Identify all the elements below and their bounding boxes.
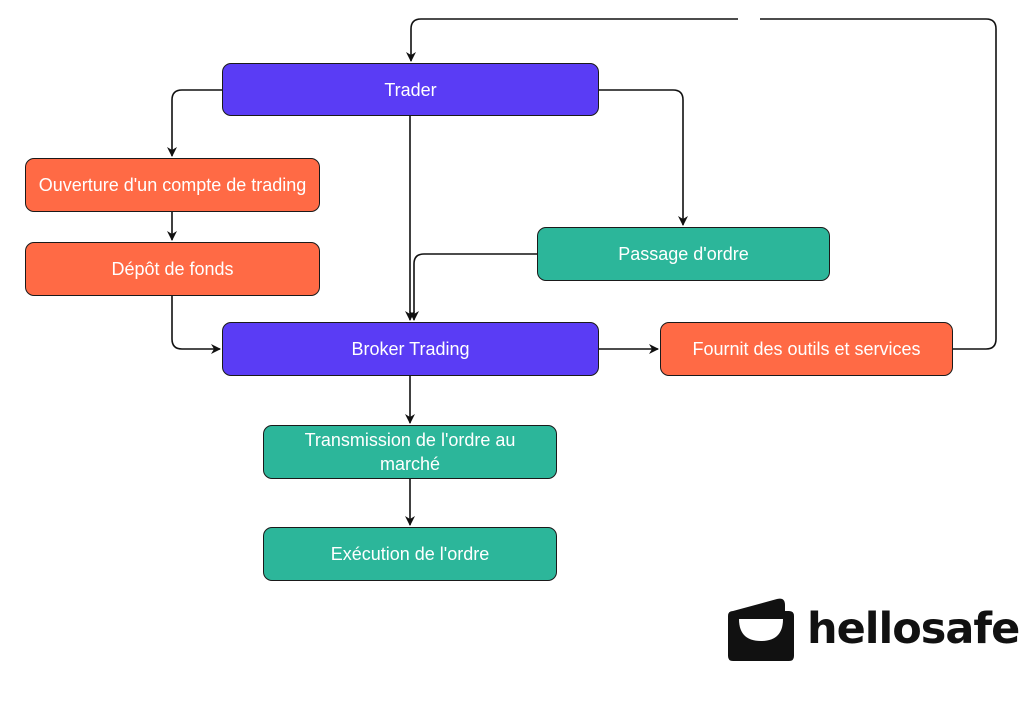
node-label: Broker Trading xyxy=(351,339,470,359)
node-label: Trader xyxy=(384,79,437,100)
edge-passage-to-broker xyxy=(409,253,537,321)
node-trader: Trader xyxy=(222,63,599,116)
edge-trader-to-passage xyxy=(599,89,688,226)
wallet-smile-icon xyxy=(728,598,794,661)
node-label: Dépôt de fonds xyxy=(111,259,234,279)
logo-wordmark: hellosafe xyxy=(807,604,1020,654)
node-label: Passage d'ordre xyxy=(618,244,749,264)
node-label: Ouverture d'un compte de trading xyxy=(38,175,307,195)
hellosafe-logo: hellosafe xyxy=(727,597,1020,661)
node-label: Fournit des outils et services xyxy=(692,339,921,359)
node-transmission-ordre: Transmission de l'ordre au marché xyxy=(263,425,557,479)
node-depot-fonds: Dépôt de fonds xyxy=(25,242,320,296)
node-broker-trading: Broker Trading xyxy=(222,322,599,376)
edge-trader-to-ouverture xyxy=(167,89,222,157)
edge-depot-to-broker xyxy=(171,296,221,354)
node-label: Exécution de l'ordre xyxy=(330,544,490,564)
node-label: Transmission de l'ordre au marché xyxy=(304,430,516,474)
node-fournit-outils: Fournit des outils et services xyxy=(660,322,953,376)
node-execution-ordre: Exécution de l'ordre xyxy=(263,527,557,581)
node-ouverture-compte: Ouverture d'un compte de trading xyxy=(25,158,320,212)
node-passage-ordre: Passage d'ordre xyxy=(537,227,830,281)
edge-fournit-to-trader xyxy=(406,18,997,350)
